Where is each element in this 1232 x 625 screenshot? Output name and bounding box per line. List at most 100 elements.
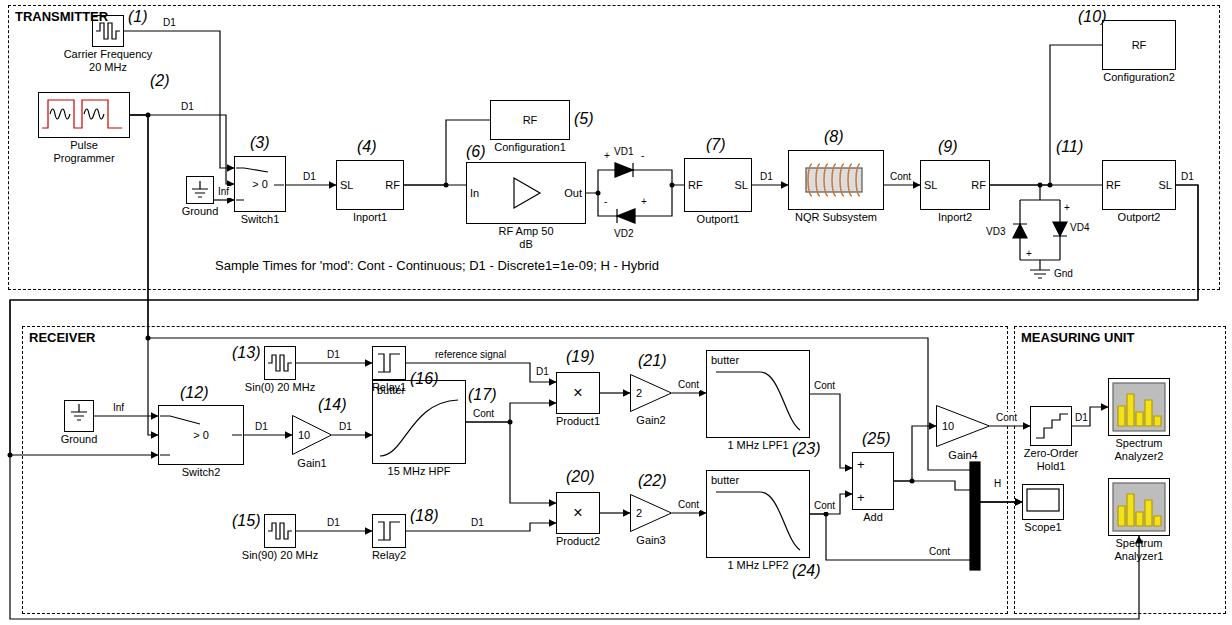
product-block: ×Product2 (556, 492, 600, 534)
block-label: + (857, 491, 865, 504)
block-label: 10 (298, 429, 310, 442)
block-label: RF (1132, 39, 1147, 52)
hold-block: Zero-Order Hold1 (1030, 406, 1072, 446)
sample-time-label: D1 (1074, 412, 1089, 424)
sample-time-label: D1 (326, 349, 341, 361)
block-label: RF (688, 179, 703, 192)
callout-number: (15) (232, 512, 260, 530)
group-heading: MEASURING UNIT (1021, 330, 1134, 345)
callout-number: (10) (1078, 8, 1106, 26)
hold-icon (1036, 414, 1068, 438)
block-name: NQR Subsystem (795, 211, 877, 224)
group-heading: TRANSMITTER (15, 9, 108, 24)
sample-time-label: reference signal (434, 349, 507, 361)
filter-block: butter1 MHz LPF1 (706, 350, 810, 438)
signal-line (130, 115, 158, 435)
signal-line (990, 45, 1102, 185)
signal-line (884, 184, 920, 185)
block-label: RF (971, 179, 986, 192)
ground-block: Ground (186, 176, 214, 204)
sample-time-label: D1 (338, 421, 353, 433)
analyzer-block: Spectrum Analyzer1 (1108, 478, 1170, 536)
sample-time-label: D1 (254, 421, 269, 433)
callout-number: (2) (150, 72, 170, 90)
sample-time-label: Cont (677, 379, 700, 391)
callout-number: (6) (466, 143, 486, 161)
block-label: butter (377, 384, 405, 397)
block-label: SL (1159, 179, 1172, 192)
group-frame: MEASURING UNITZero-Order Hold1Spectrum A… (1014, 326, 1226, 614)
signal-line (600, 512, 630, 513)
signal-label: D1 (536, 366, 549, 378)
block-name: Inport2 (938, 211, 972, 224)
callout-number: (14) (318, 396, 346, 414)
callout-number: (11) (1056, 138, 1083, 156)
block-name: Gain3 (636, 534, 665, 547)
nqr-coil (808, 164, 860, 196)
signal-label: VD4 (1070, 222, 1089, 234)
block-name: Carrier Frequency 20 MHz (58, 48, 158, 74)
block-name: 15 MHz HPF (388, 465, 451, 478)
signal-line (94, 415, 158, 416)
port-block: RFSLOutport2 (1102, 160, 1176, 210)
scope-block: Scope1 (1022, 484, 1064, 520)
block-label: SL (924, 179, 937, 192)
callout-number: (1) (128, 8, 148, 26)
block-name: 1 MHz LPF1 (727, 439, 788, 452)
block-name: Ground (182, 205, 219, 218)
block-label: + (857, 458, 865, 471)
triangle-outline (631, 495, 672, 532)
signal-label: Gnd (1054, 268, 1073, 280)
block-name: Switch2 (182, 466, 221, 479)
block-name: Configuration2 (1103, 71, 1175, 84)
signal-line (1072, 407, 1108, 426)
analyzer-block: Spectrum Analyzer2 (1108, 378, 1170, 436)
junction-dots (8, 113, 1053, 517)
sample-time-label: Inf (217, 186, 230, 198)
source-block: Sin(0) 20 MHz (264, 346, 296, 380)
signal-line (244, 434, 292, 435)
block-name: RF Amp 50 dB (496, 225, 556, 251)
block-label: 2 (636, 507, 642, 520)
signal-line (672, 512, 706, 513)
block-name: Scope1 (1024, 521, 1061, 534)
switch-block: > 0Switch1 (234, 156, 286, 212)
block-label: In (470, 187, 479, 200)
block-label: RF (1106, 179, 1121, 192)
triangle-outline (293, 416, 332, 455)
callout-number: (12) (180, 384, 208, 402)
sample-time-label: D1 (1180, 171, 1195, 183)
callout-number: (17) (468, 386, 496, 404)
signal-label: H (994, 478, 1001, 490)
group-frame: RECEIVERGround> 0Switch2Sin(0) 20 MHzRel… (22, 326, 1008, 614)
block-name: Relay2 (372, 549, 406, 562)
signal-label: + (1064, 202, 1070, 214)
callout-number: (5) (574, 110, 594, 128)
callout-number: (24) (792, 562, 820, 580)
gain-block: 10Gain4 (936, 405, 990, 447)
callout-number: (9) (938, 138, 958, 156)
signal-label: + (604, 150, 610, 162)
sample-time-label: Cont (813, 380, 836, 392)
signal-line (130, 115, 234, 184)
burst-icon (50, 109, 104, 119)
signal-line (894, 481, 1022, 502)
scope-screen (1027, 489, 1059, 511)
callout-number: (16) (410, 370, 438, 388)
sample-time-label: D1 (470, 517, 485, 529)
block-name: Product2 (556, 535, 600, 548)
block-label: Out (564, 187, 582, 200)
product-block: ×Product1 (556, 372, 600, 414)
gain-block: 2Gain3 (630, 494, 672, 532)
signal-line (404, 120, 490, 185)
signal-line (332, 434, 372, 435)
group-heading: RECEIVER (29, 330, 95, 345)
carrier-wave-icon (96, 23, 120, 39)
relay-block: Relay2 (372, 514, 406, 548)
amplifier-block: InOutRF Amp 50 dB (466, 162, 586, 224)
triangle-outline (937, 406, 990, 447)
block-name: Gain4 (948, 449, 977, 462)
block-label: × (573, 504, 582, 522)
sample-time-label: Cont (995, 412, 1018, 424)
